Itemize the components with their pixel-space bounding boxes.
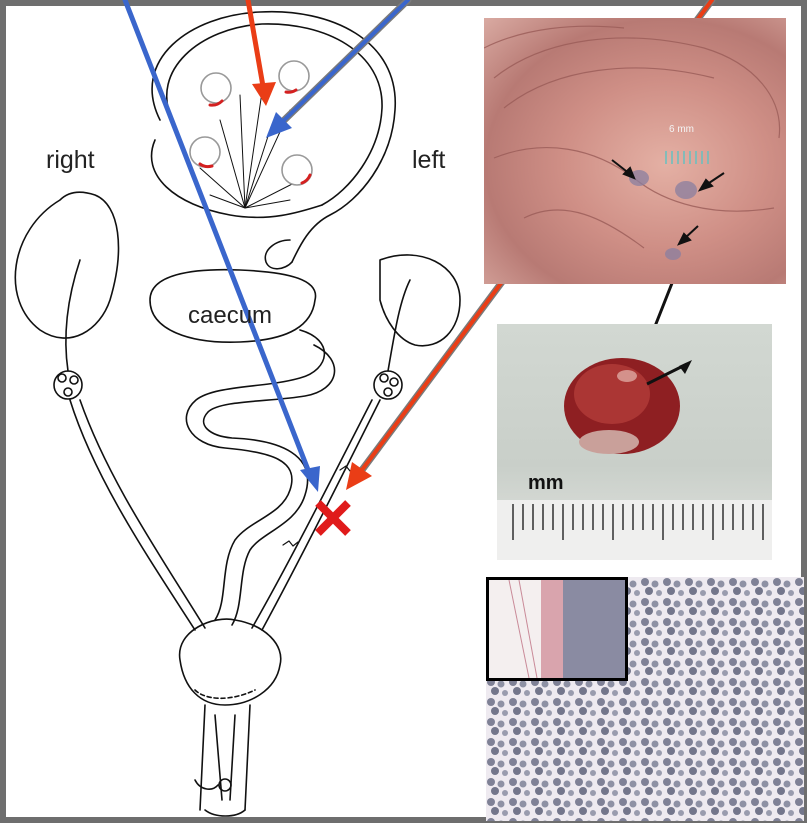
left-uterine-horn xyxy=(380,255,460,346)
nodule-photo xyxy=(497,324,772,560)
ruler-unit-label: mm xyxy=(528,472,564,495)
label-caecum: caecum xyxy=(188,302,272,330)
mesentery-photo xyxy=(484,18,786,284)
histology-inset xyxy=(486,577,628,681)
label-right: right xyxy=(46,146,95,175)
figure-canvas: right left caecum xyxy=(6,6,801,817)
histology-inset-texture xyxy=(489,580,625,678)
scale-label: 6 mm xyxy=(669,124,694,135)
histology-photo xyxy=(486,577,804,821)
nodule-texture xyxy=(497,324,772,560)
label-left: left xyxy=(412,146,445,175)
bladder-outline xyxy=(180,619,281,705)
mesentery-texture xyxy=(484,18,786,284)
x-mark-icon xyxy=(318,503,348,533)
